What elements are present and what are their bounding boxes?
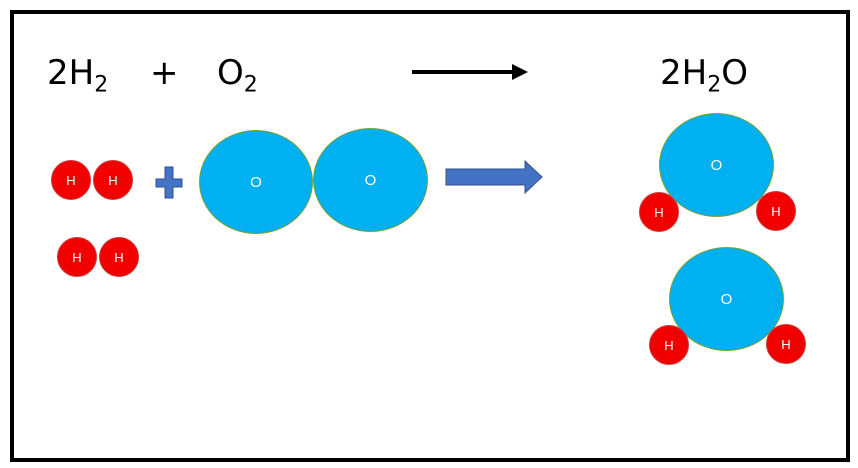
reactant-oxygen-subscript: 2	[243, 72, 258, 98]
reactant-hydrogen-coefficient: 2	[47, 53, 69, 93]
product-oxygen-element: O	[721, 53, 748, 93]
equation-plus-sign: +	[150, 53, 179, 93]
hydrogen-atom: H	[51, 160, 91, 200]
hydrogen-atom: H	[756, 191, 796, 231]
product-water-formula: 2H2O	[660, 53, 748, 96]
product-coefficient: 2	[660, 53, 682, 93]
product-hydrogen-element: H	[681, 53, 708, 93]
reactant-hydrogen-subscript: 2	[94, 72, 109, 98]
hydrogen-atom: H	[99, 237, 139, 277]
block-right-arrow-icon	[445, 159, 543, 195]
right-arrow-icon	[412, 64, 528, 80]
hydrogen-atom: H	[639, 192, 679, 232]
arrow-head	[512, 64, 528, 80]
oxygen-atom: O	[199, 130, 313, 234]
reactant-oxygen-formula: O2	[217, 53, 258, 96]
reactant-hydrogen-formula: 2H2	[47, 53, 108, 96]
oxygen-atom: O	[659, 113, 774, 217]
diagram-frame	[10, 10, 850, 462]
hydrogen-atom: H	[57, 237, 97, 277]
reactant-hydrogen-element: H	[68, 53, 95, 93]
plus-icon	[155, 166, 183, 199]
product-hydrogen-subscript: 2	[707, 72, 722, 98]
hydrogen-atom: H	[649, 325, 689, 365]
oxygen-atom: O	[313, 128, 428, 232]
oxygen-atom: O	[669, 247, 784, 351]
hydrogen-atom: H	[766, 324, 806, 364]
hydrogen-atom: H	[93, 160, 133, 200]
reactant-oxygen-element: O	[217, 53, 244, 93]
